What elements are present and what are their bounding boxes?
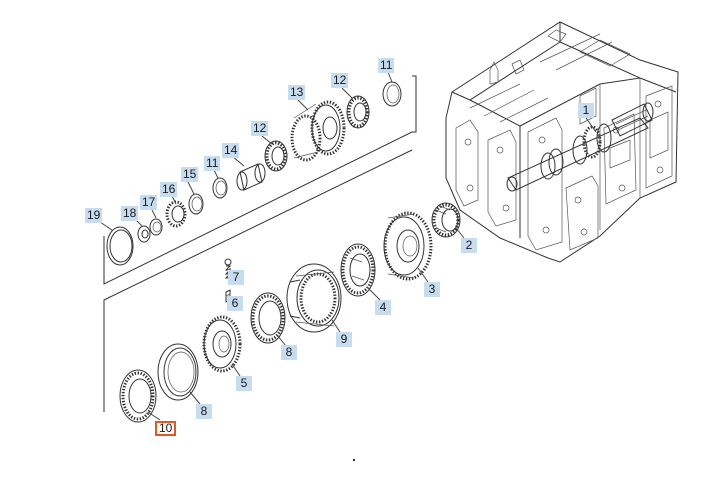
callout-part-8-lower[interactable]: 8 [196, 404, 212, 419]
transmission-housing [445, 21, 679, 263]
part-11-spacer-upper [382, 81, 402, 107]
callout-part-4[interactable]: 4 [375, 300, 391, 315]
center-mark [352, 458, 356, 462]
callout-part-14[interactable]: 14 [222, 143, 240, 158]
callout-part-17[interactable]: 17 [140, 195, 158, 210]
callout-part-10[interactable]: 10 [155, 421, 177, 436]
part-5-gear [202, 315, 242, 373]
part-8-synchro-ring-upper [250, 292, 286, 344]
leader-lines [99, 71, 597, 421]
part-10-synchro-ring [119, 369, 157, 423]
callout-part-12-lower[interactable]: 12 [251, 121, 269, 136]
callout-part-16[interactable]: 16 [160, 182, 178, 197]
callout-part-7[interactable]: 7 [228, 270, 244, 285]
part-16-bearing [165, 200, 187, 228]
callout-part-9[interactable]: 9 [336, 332, 352, 347]
callout-part-18[interactable]: 18 [121, 206, 139, 221]
part-9-sliding-sleeve [286, 263, 342, 333]
callout-part-11-lower[interactable]: 11 [204, 156, 221, 171]
callout-part-3[interactable]: 3 [424, 282, 440, 297]
part-12-bearing-upper [346, 95, 370, 129]
callout-part-1[interactable]: 1 [578, 103, 594, 118]
callout-part-11-upper[interactable]: 11 [378, 58, 395, 73]
part-12-bearing-lower [264, 140, 288, 172]
callout-part-8-upper[interactable]: 8 [281, 345, 297, 360]
part-19-circlip [106, 226, 134, 266]
callout-part-12-upper[interactable]: 12 [331, 73, 349, 88]
part-4-synchro-ring [340, 243, 376, 297]
part-3-gear [383, 211, 433, 281]
part-2-needle-bearing [431, 202, 461, 238]
part-18-washer [137, 225, 151, 243]
part-13-double-gear [290, 100, 346, 162]
part-17-ring [149, 218, 163, 236]
part-11-spacer-lower [212, 177, 228, 199]
part-15-ring [188, 193, 204, 215]
callout-part-19[interactable]: 19 [85, 208, 103, 223]
upper-group-bracket [103, 75, 417, 285]
callout-part-5[interactable]: 5 [236, 376, 252, 391]
callout-part-15[interactable]: 15 [181, 167, 199, 182]
callout-part-13[interactable]: 13 [288, 85, 306, 100]
callout-part-2[interactable]: 2 [461, 238, 477, 253]
part-14-bushing [236, 163, 266, 191]
callout-part-6[interactable]: 6 [227, 296, 243, 311]
part-8-friction-ring-lower [157, 343, 199, 401]
lower-group-bracket [103, 149, 413, 412]
